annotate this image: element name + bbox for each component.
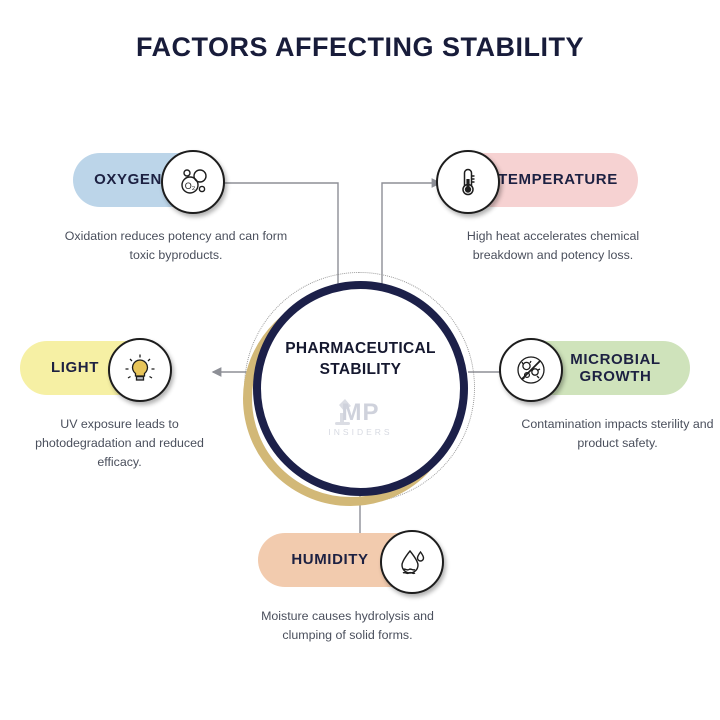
desc-temperature: High heat accelerates chemical breakdown… (466, 229, 640, 263)
pill-label-temperature: TEMPERATURE (498, 171, 618, 189)
microscope-icon (335, 399, 351, 425)
watermark-sub: INSIDERS (328, 427, 393, 437)
hub-label: PHARMACEUTICAL STABILITY (285, 340, 436, 378)
node-oxygen[interactable]: OXYGEN O₂ Oxidation reduces potency and … (65, 150, 287, 262)
water-drop-icon (380, 530, 444, 594)
desc-oxygen: Oxidation reduces potency and can form t… (64, 229, 288, 263)
page-title: FACTORS AFFECTING STABILITY (136, 32, 584, 62)
pill-humidity[interactable]: HUMIDITY (258, 530, 444, 594)
pill-oxygen[interactable]: OXYGEN O₂ (73, 150, 225, 214)
node-light[interactable]: LIGHT UV exposure leads to photodegradat… (20, 338, 204, 469)
desc-microbial: Contamination impacts sterility and prod… (521, 417, 714, 451)
pill-label-oxygen: OXYGEN (94, 171, 162, 189)
lightbulb-icon (108, 338, 172, 402)
pill-label-light: LIGHT (51, 359, 99, 377)
pill-label-microbial: MICROBIAL GROWTH (570, 350, 661, 385)
central-hub: PHARMACEUTICAL STABILITY MP INSIDERS (243, 272, 475, 506)
desc-light: UV exposure leads to photodegradation an… (35, 417, 204, 470)
oxygen-bubbles-icon: O₂ (161, 150, 225, 214)
no-bacteria-icon (499, 338, 563, 402)
svg-text:O₂: O₂ (185, 181, 196, 191)
node-temperature[interactable]: TEMPERATURE High heat accelerates chemic… (436, 150, 639, 262)
thermometer-icon (436, 150, 500, 214)
pill-light[interactable]: LIGHT (20, 338, 172, 402)
pill-label-humidity: HUMIDITY (291, 551, 369, 569)
node-microbial[interactable]: MICROBIAL GROWTH Contamination impacts s… (499, 338, 714, 450)
pill-temperature[interactable]: TEMPERATURE (436, 150, 638, 214)
desc-humidity: Moisture causes hydrolysis and clumping … (261, 609, 434, 643)
brand-watermark: MP INSIDERS (253, 399, 468, 437)
hub-main-ring (253, 281, 468, 496)
node-humidity[interactable]: HUMIDITY Moisture causes hydrolysis and … (258, 530, 444, 642)
pill-microbial[interactable]: MICROBIAL GROWTH (499, 338, 690, 402)
watermark-main: MP (341, 399, 380, 426)
